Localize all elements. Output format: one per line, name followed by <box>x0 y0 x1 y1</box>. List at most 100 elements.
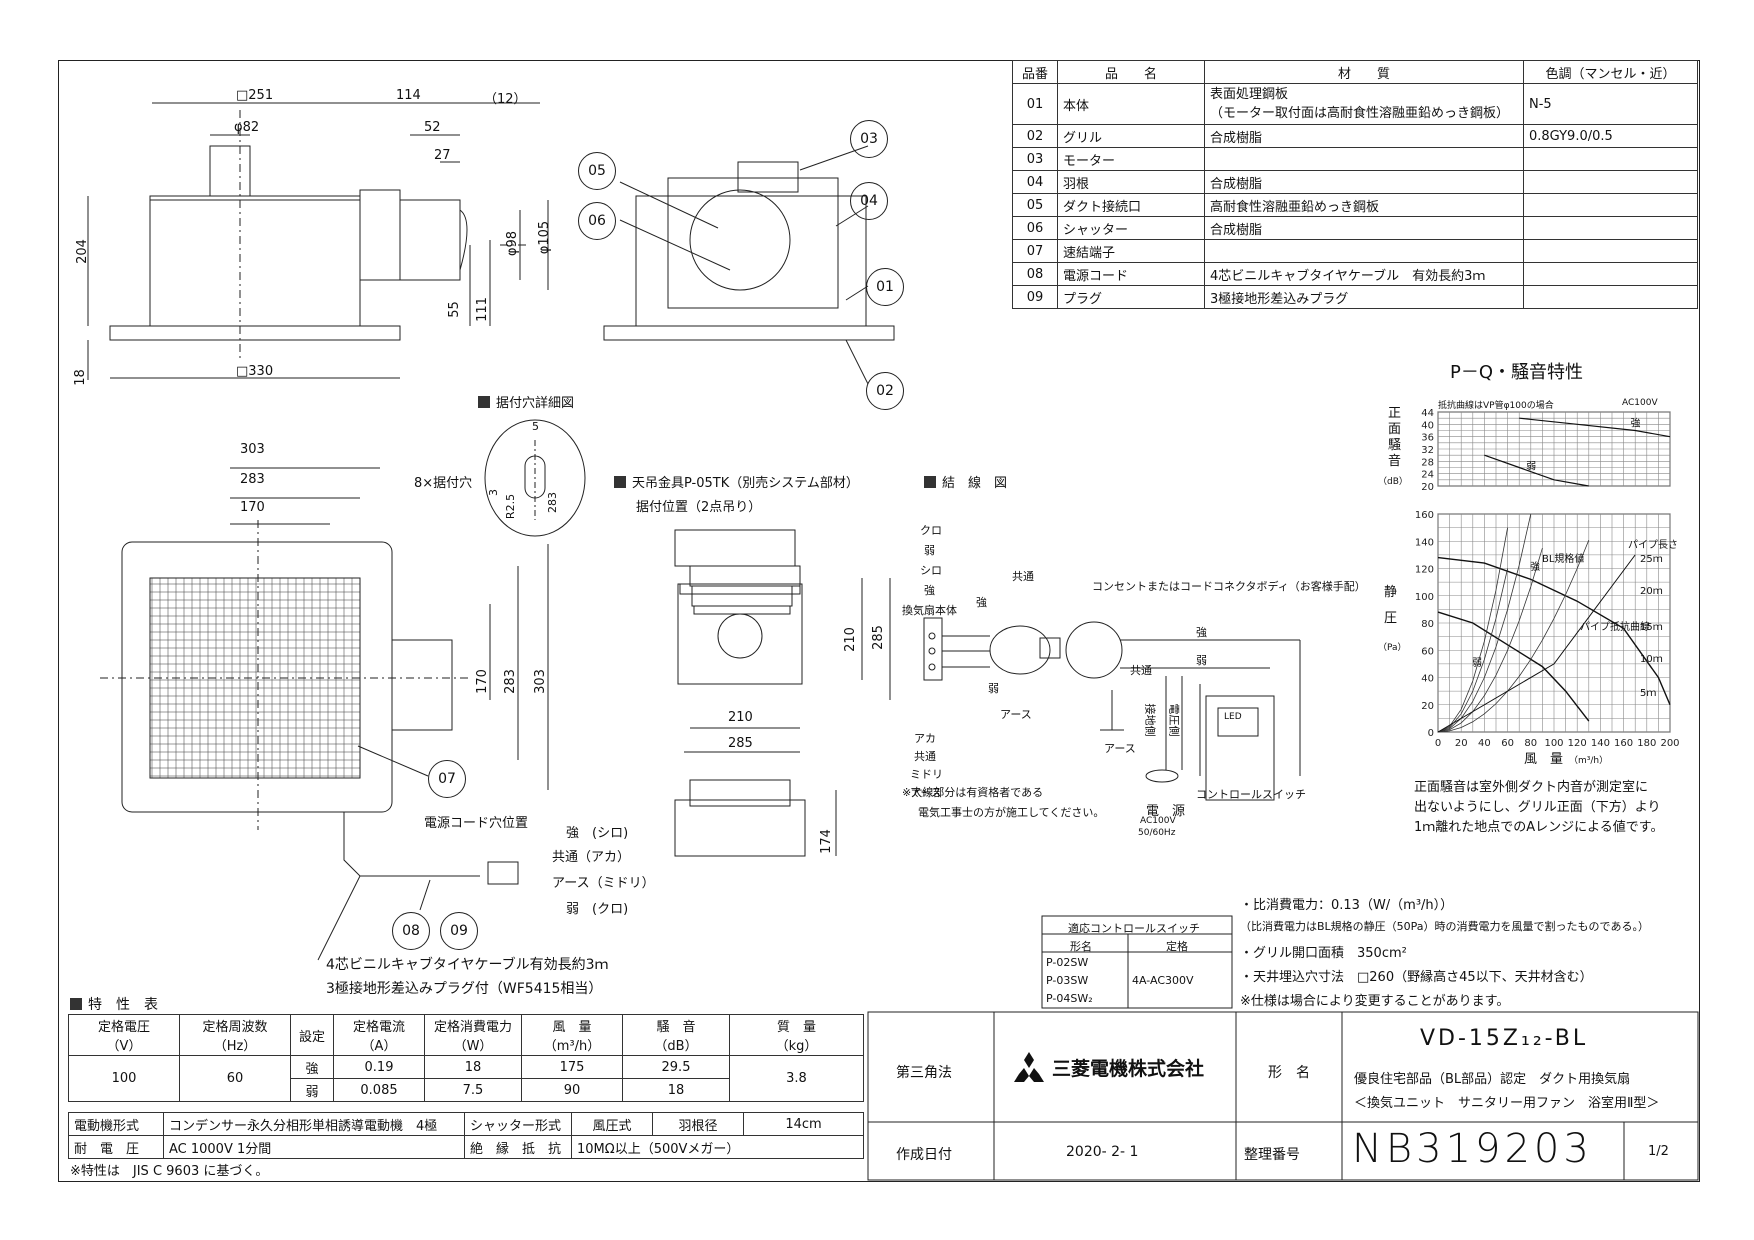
company: 三菱電機株式会社 <box>1012 1052 1204 1082</box>
wiring-note-line-1: ※太線部分は有資格者である <box>902 786 1044 799</box>
section-marker-icon <box>924 476 936 488</box>
callout-04: 04 <box>850 182 888 220</box>
cord-label-common: 共通（アカ） <box>552 850 631 865</box>
noise-y-tick: 36 <box>1421 433 1434 444</box>
pq-resistance-curve <box>1437 513 1532 733</box>
spec-note-3: ・グリル開口面積 350cm² <box>1240 946 1407 961</box>
chart-title: P－Q・騒音特性 <box>1450 362 1584 383</box>
noise-curve-weak <box>1484 454 1589 487</box>
parts-table: 品番 品 名 材 質 色調（マンセル・近） 01 本体 表面処理鋼板（モーター取… <box>1012 60 1698 309</box>
characteristics-table-2: 電動機形式 コンデンサー永久分相形単相誘導電動機 4極 シャッター形式 風圧式 … <box>68 1112 864 1159</box>
dim-top-square: □251 <box>236 88 274 103</box>
model-desc-1: 優良住宅部品（BL部品）認定 ダクト用換気扇 <box>1354 1072 1631 1087</box>
power-frequency: 50/60Hz <box>1138 828 1176 838</box>
pq-curve-weak <box>1437 611 1590 722</box>
dim-303: 303 <box>240 442 265 457</box>
drawing-frame <box>58 60 1700 1182</box>
callout-05: 05 <box>578 152 616 190</box>
dim-283: 283 <box>240 472 265 487</box>
pq-y-tick: 0 <box>1428 728 1434 739</box>
pq-resistance-curve <box>1437 539 1590 733</box>
pq-y-tick: 160 <box>1415 510 1434 521</box>
pq-x-tick: 120 <box>1568 738 1587 749</box>
dim-bottom-square: □330 <box>236 364 274 379</box>
led-label: LED <box>1224 712 1242 722</box>
hanger-dim-210h: 210 <box>728 710 753 725</box>
switch-model-2: P-03SW <box>1046 974 1089 987</box>
mount-holes: 8×据付穴 <box>414 476 473 491</box>
cord-label-earth: アース（ミドリ） <box>552 876 655 891</box>
characteristics-table: 定格電圧（V） 定格周波数（Hz） 設定 定格電流（A） 定格消費電力（W） 風… <box>68 1014 864 1102</box>
switch-table-title: 適応コントロールスイッチ <box>1068 922 1200 935</box>
char-table-title: 特 性 表 <box>70 994 158 1014</box>
mount-d5: 5 <box>532 420 539 433</box>
model-label: 形 名 <box>1268 1065 1310 1081</box>
switch-label: コントロールスイッチ <box>1196 788 1306 801</box>
plug-weak: 弱 <box>988 682 999 695</box>
switch-model-1: P-02SW <box>1046 956 1089 969</box>
line-common: 共通 <box>1130 664 1152 677</box>
noise-y-tick: 40 <box>1421 420 1434 431</box>
noise-y-tick: 24 <box>1421 470 1434 481</box>
pq-x-tick: 0 <box>1435 738 1441 749</box>
pq-curve-strong <box>1437 556 1671 706</box>
wiring-note-line-2: 電気工事士の方が施工してください。 <box>918 806 1105 819</box>
spec-note-4: ・天井埋込穴寸法 □260（野縁高さ45以下、天井材含む） <box>1240 970 1593 985</box>
pq-x-tick: 20 <box>1455 738 1468 749</box>
pq-curve-label: 強 <box>1530 560 1540 573</box>
pq-x-tick: 140 <box>1591 738 1610 749</box>
wire-earth: アース <box>910 786 942 799</box>
noise-y-tick: 44 <box>1421 408 1434 419</box>
callout-02: 02 <box>866 372 904 410</box>
line-weak: 弱 <box>1196 654 1207 667</box>
dim-114: 114 <box>396 88 421 103</box>
noise-ylabel: 正面騒音 <box>1388 406 1402 469</box>
hanger-dim-285h: 285 <box>728 736 753 751</box>
pq-curve-label: パイプ抵抗曲線 <box>1580 620 1650 633</box>
p-ylabel: 静圧 <box>1384 585 1398 626</box>
char-table-note: ※特性は JIS C 9603 に基づく。 <box>70 1164 269 1179</box>
parts-row: 01 本体 表面処理鋼板（モーター取付面は高耐食性溶融亜鉛めっき鋼板） N-5 <box>1012 83 1698 125</box>
cord-label-strong: 強 (シロ) <box>566 826 629 841</box>
dim-12: （12） <box>484 92 527 107</box>
mitsubishi-logo-icon <box>1014 1052 1044 1082</box>
noise-curve-strong <box>1519 417 1671 438</box>
switch-model-3: P-04SW₂ <box>1046 992 1093 1005</box>
p-unit: （Pa） <box>1378 643 1407 653</box>
pq-curve-label: 20ｍ <box>1640 586 1663 597</box>
noise-y-tick: 20 <box>1421 482 1434 493</box>
pq-x-tick: 40 <box>1478 738 1491 749</box>
pq-resistance-curve <box>1437 568 1508 733</box>
power-voltage: AC100V <box>1140 816 1176 826</box>
page-number: 1/2 <box>1648 1144 1669 1159</box>
chart-noise-note: 抵抗曲線はVP管φ100の場合 <box>1438 401 1554 411</box>
wire-aka: アカ <box>914 732 936 745</box>
parts-table-header: 品番 品 名 材 質 色調（マンセル・近） <box>1012 60 1698 84</box>
line-strong: 強 <box>1196 626 1207 639</box>
plug-earth: アース <box>1000 708 1032 721</box>
pq-y-tick: 120 <box>1415 565 1434 576</box>
spec-note-5: ※仕様は場合により変更することがあります。 <box>1240 994 1510 1009</box>
pq-resistance-curve <box>1437 547 1543 733</box>
spec-note-2: （比消費電力はBL規格の静圧（50Pa）時の消費電力を風量で割ったものである。） <box>1240 920 1649 933</box>
pq-curve-label: パイプ長さ <box>1628 539 1678 551</box>
ref-number: NB319203 <box>1352 1126 1593 1172</box>
noise-unit: （dB） <box>1378 477 1408 487</box>
plug-common: 共通 <box>1012 570 1034 583</box>
callout-09: 09 <box>440 912 478 950</box>
power-label: 電 源 <box>1146 804 1186 819</box>
pq-curve-label: 25ｍ <box>1640 554 1663 565</box>
pq-y-tick: 80 <box>1421 619 1434 630</box>
model-desc-2: ＜換気ユニット サニタリー用ファン 浴室用Ⅱ型＞ <box>1354 1096 1660 1111</box>
pq-x-tick: 200 <box>1660 738 1679 749</box>
pq-curve-label: 弱 <box>1472 657 1482 669</box>
chart-ac: AC100V <box>1622 398 1658 408</box>
wire-midori: ミドリ <box>910 768 943 781</box>
